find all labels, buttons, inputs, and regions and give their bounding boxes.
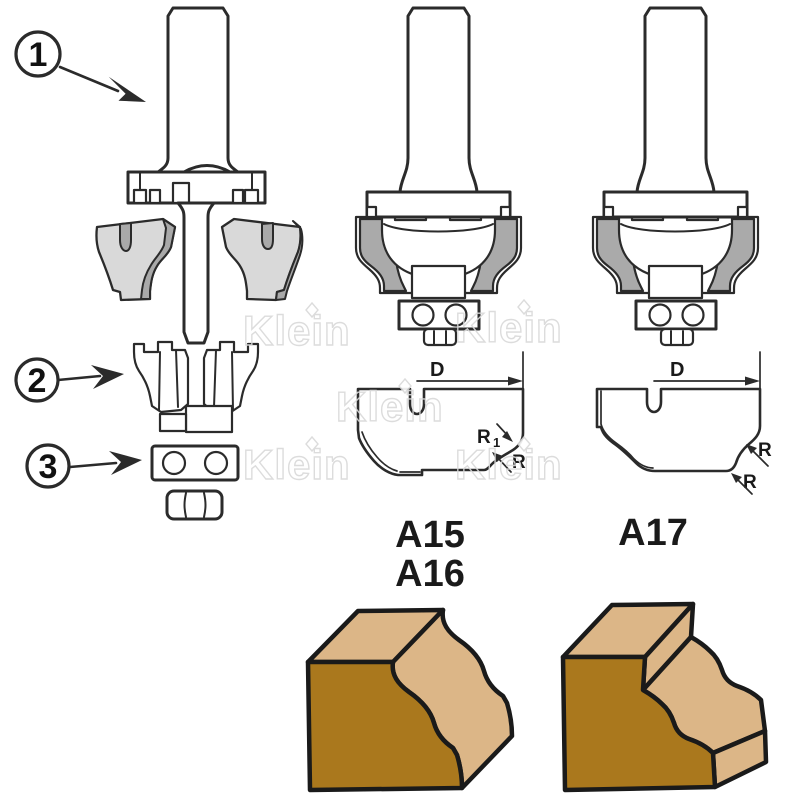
watermark: Klein bbox=[242, 301, 351, 355]
router-bit-a17 bbox=[591, 6, 760, 347]
callout-1-arrow-shaft bbox=[58, 65, 120, 93]
watermarks: Klein Klein Klein Klein Klein bbox=[242, 298, 563, 489]
product-code-a16: A16 bbox=[395, 553, 465, 595]
bit-flange-notch-left bbox=[365, 205, 378, 219]
profile-diagram-a17: D R R bbox=[595, 351, 772, 495]
profile-diagram-a15: D R 1 R bbox=[356, 351, 526, 477]
bit-shank bbox=[398, 6, 479, 194]
watermark-diamond bbox=[517, 298, 531, 316]
dimension-arrowhead bbox=[508, 376, 523, 386]
router-bit-a15 bbox=[354, 6, 523, 347]
watermark: Klein bbox=[242, 435, 351, 489]
profile-knife-right bbox=[220, 217, 304, 302]
bit-hub bbox=[410, 264, 467, 300]
dimension-label-d: D bbox=[670, 359, 684, 381]
watermark-diamond bbox=[517, 435, 531, 453]
dimension-label-d: D bbox=[430, 359, 444, 381]
radius1-annotation: R 1 bbox=[477, 423, 513, 450]
cutter-head bbox=[132, 340, 260, 434]
callout-3-arrowhead bbox=[109, 451, 142, 475]
watermark-diamond bbox=[305, 301, 319, 319]
wood-front-face bbox=[560, 654, 718, 793]
profile-inner-line bbox=[600, 390, 654, 469]
wood-front-face bbox=[305, 659, 465, 793]
radius-annotation: R bbox=[492, 452, 526, 473]
svg-text:Klein: Klein bbox=[243, 307, 351, 354]
bit-nut bbox=[422, 327, 458, 347]
exploded-view bbox=[95, 6, 304, 521]
svg-text:R: R bbox=[758, 440, 772, 461]
profile-knife-left bbox=[95, 217, 177, 302]
watermark: Klein bbox=[454, 435, 563, 489]
svg-text:R: R bbox=[743, 472, 757, 493]
callout-1-number: 1 bbox=[29, 36, 48, 74]
radius-top-annotation: R bbox=[746, 440, 772, 467]
svg-text:Klein: Klein bbox=[455, 304, 563, 351]
svg-text:Klein: Klein bbox=[336, 383, 444, 430]
svg-text:Klein: Klein bbox=[243, 441, 351, 488]
callout-1-circle bbox=[14, 30, 62, 78]
watermark: Klein bbox=[454, 298, 563, 352]
callout-1: 1 bbox=[14, 30, 146, 102]
svg-text:R: R bbox=[512, 452, 526, 473]
callout-2-arrowhead bbox=[91, 365, 124, 389]
callout-2-arrow-shaft bbox=[56, 374, 102, 382]
callout-3-arrow-shaft bbox=[68, 461, 118, 469]
svg-text:1: 1 bbox=[493, 435, 500, 450]
wood-sample-a17 bbox=[560, 601, 769, 793]
bit-bowl-rim bbox=[383, 223, 494, 233]
product-code-a15: A15 bbox=[395, 514, 465, 556]
product-code-a17: A17 bbox=[618, 512, 688, 554]
bit-flange bbox=[365, 190, 512, 219]
radius-bottom-annotation: R bbox=[731, 472, 757, 495]
dimension-arrowhead bbox=[745, 376, 760, 386]
profile-outline bbox=[595, 387, 762, 473]
watermark-diamond bbox=[398, 377, 412, 395]
arbor-shaft bbox=[176, 201, 216, 345]
hex-nut bbox=[165, 489, 224, 521]
bit-flange-notch-right bbox=[499, 205, 512, 219]
shank bbox=[156, 6, 240, 174]
bearing-plate bbox=[150, 444, 240, 482]
watermark: Klein bbox=[335, 377, 444, 431]
callout-3-number: 3 bbox=[39, 448, 58, 486]
callout-3-circle bbox=[25, 443, 71, 489]
svg-text:Klein: Klein bbox=[455, 441, 563, 488]
callout-2-number: 2 bbox=[28, 362, 47, 400]
callout-1-arrowhead bbox=[108, 76, 146, 102]
wood-sample-a15 bbox=[305, 607, 515, 793]
svg-text:R: R bbox=[477, 427, 491, 448]
profile-inner-line bbox=[361, 431, 398, 472]
watermark-diamond bbox=[305, 435, 319, 453]
callout-3: 3 bbox=[25, 443, 142, 489]
callout-2: 2 bbox=[14, 357, 124, 403]
